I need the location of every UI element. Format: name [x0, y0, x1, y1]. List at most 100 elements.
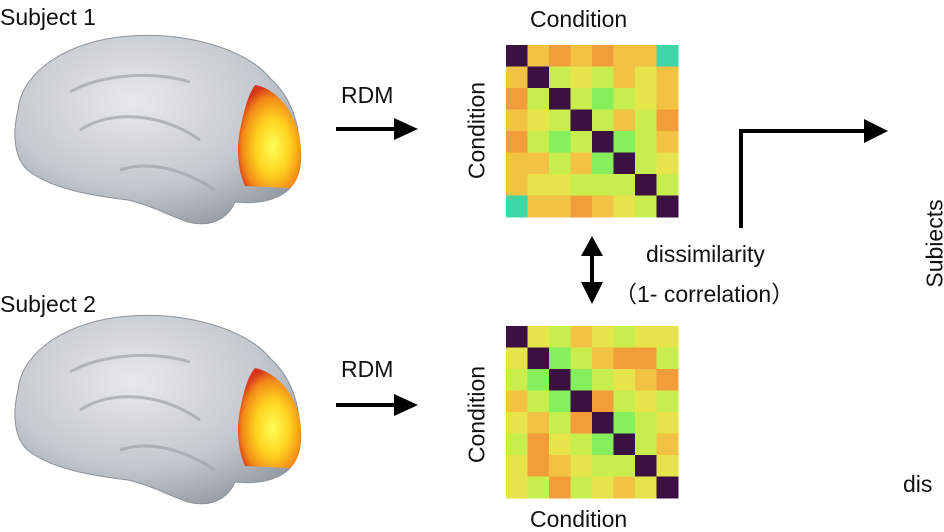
matrix-cell	[592, 412, 614, 434]
matrix-cell	[549, 88, 571, 110]
matrix-cell	[635, 391, 657, 413]
matrix-cell	[549, 67, 571, 89]
matrix-cell	[614, 88, 636, 110]
matrix-cell	[506, 326, 528, 348]
matrix-cell	[592, 391, 614, 413]
matrix-cell	[657, 110, 679, 132]
matrix-cell	[657, 45, 679, 67]
matrix-cell	[549, 153, 571, 175]
matrix-cell	[614, 455, 636, 477]
rdm-matrix-subject-1	[506, 45, 679, 218]
matrix-cell	[592, 174, 614, 196]
matrix-cell	[506, 434, 528, 456]
matrix-cell	[528, 391, 550, 413]
matrix-cell	[528, 326, 550, 348]
matrix-cell	[571, 153, 593, 175]
matrix-cell	[549, 131, 571, 153]
matrix-cell	[571, 196, 593, 218]
matrix-cell	[528, 412, 550, 434]
matrix-cell	[549, 110, 571, 132]
matrix-cell	[657, 348, 679, 370]
matrix-cell	[549, 369, 571, 391]
matrix-cell	[506, 455, 528, 477]
matrix-cell	[528, 369, 550, 391]
matrix-cell	[592, 67, 614, 89]
matrix-cell	[657, 434, 679, 456]
matrix-cell	[635, 196, 657, 218]
matrix-cell	[635, 67, 657, 89]
matrix-cell	[571, 131, 593, 153]
matrix-cell	[571, 45, 593, 67]
condition-label-left-2: Condition	[466, 360, 489, 470]
matrix-cell	[614, 326, 636, 348]
matrix-cell	[506, 391, 528, 413]
matrix-cell	[549, 455, 571, 477]
subject-1-label: Subject 1	[0, 6, 96, 29]
matrix-cell	[635, 131, 657, 153]
matrix-cell	[635, 88, 657, 110]
condition-label-top: Condition	[530, 8, 627, 31]
matrix-cell	[571, 174, 593, 196]
brain-subject-1	[15, 35, 301, 223]
matrix-cell	[571, 326, 593, 348]
matrix-cell	[657, 196, 679, 218]
matrix-cell	[506, 110, 528, 132]
brain-subject-2	[15, 315, 301, 503]
matrix-cell	[614, 45, 636, 67]
matrix-cell	[657, 67, 679, 89]
matrix-cell	[592, 434, 614, 456]
matrix-cell	[635, 434, 657, 456]
matrix-cell	[592, 326, 614, 348]
condition-label-left-1: Condition	[466, 76, 489, 186]
matrix-cell	[549, 326, 571, 348]
matrix-cell	[506, 174, 528, 196]
matrix-cell	[614, 391, 636, 413]
matrix-cell	[571, 412, 593, 434]
matrix-cell	[506, 412, 528, 434]
matrix-cell	[592, 110, 614, 132]
matrix-cell	[549, 196, 571, 218]
matrix-cell	[571, 67, 593, 89]
matrix-cell	[657, 88, 679, 110]
matrix-cell	[657, 326, 679, 348]
matrix-cell	[635, 110, 657, 132]
matrix-cell	[528, 174, 550, 196]
matrix-cell	[571, 348, 593, 370]
matrix-cell	[592, 131, 614, 153]
matrix-cell	[506, 477, 528, 499]
elbow-arrow	[741, 119, 888, 228]
matrix-cell	[657, 369, 679, 391]
matrix-cell	[635, 477, 657, 499]
matrix-cell	[528, 477, 550, 499]
matrix-cell	[571, 391, 593, 413]
matrix-cell	[614, 477, 636, 499]
matrix-cell	[528, 131, 550, 153]
matrix-cell	[528, 455, 550, 477]
subjects-label-partial: Subiects	[924, 189, 944, 299]
matrix-cell	[614, 174, 636, 196]
matrix-cell	[528, 196, 550, 218]
subject-2-label: Subject 2	[0, 293, 96, 316]
dissimilarity-label-partial: dis	[903, 473, 932, 496]
matrix-cell	[571, 110, 593, 132]
matrix-cell	[592, 88, 614, 110]
matrix-cell	[635, 455, 657, 477]
matrix-cell	[614, 412, 636, 434]
correlation-label: （1- correlation）	[614, 283, 794, 306]
matrix-cell	[592, 153, 614, 175]
matrix-cell	[614, 153, 636, 175]
matrix-cell	[592, 196, 614, 218]
matrix-cell	[614, 369, 636, 391]
matrix-cell	[528, 153, 550, 175]
matrix-cell	[635, 412, 657, 434]
matrix-cell	[528, 110, 550, 132]
matrix-cell	[614, 67, 636, 89]
matrix-cell	[549, 434, 571, 456]
matrix-cell	[614, 196, 636, 218]
matrix-cell	[571, 88, 593, 110]
matrix-cell	[592, 455, 614, 477]
matrix-cell	[506, 348, 528, 370]
matrix-cell	[528, 88, 550, 110]
matrix-cell	[635, 45, 657, 67]
matrix-cell	[657, 131, 679, 153]
